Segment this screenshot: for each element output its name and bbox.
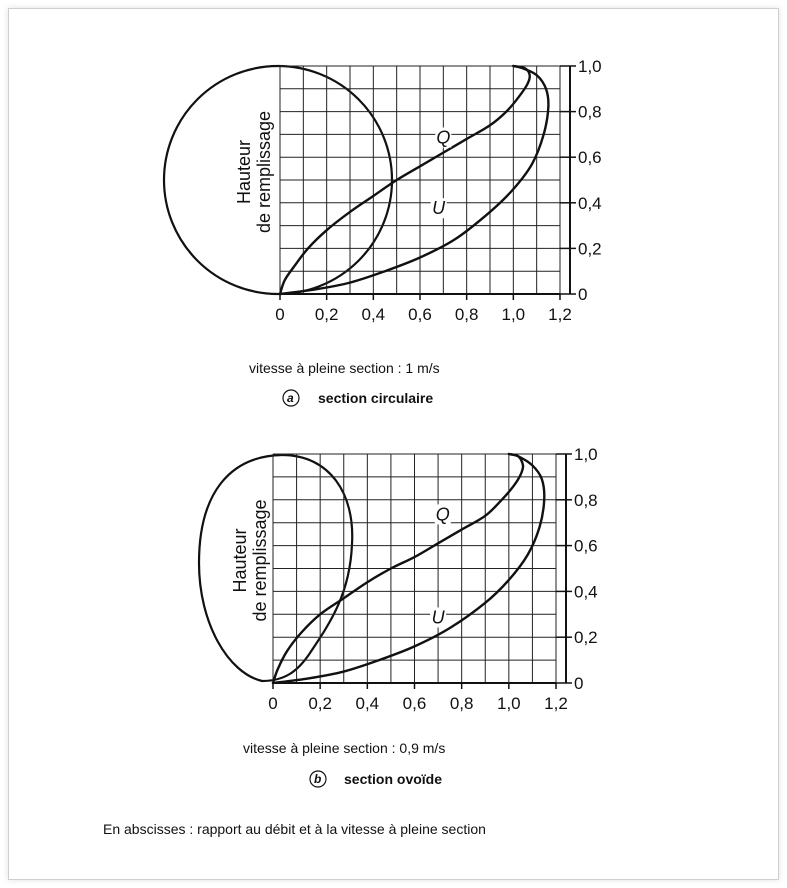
curve-label-bg xyxy=(434,504,451,525)
y-tick-label: 0,2 xyxy=(578,239,602,258)
section-badge-a: a xyxy=(282,389,300,407)
x-ticks-b: 0 0,2 0,4 0,6 0,8 1,0 1,2 xyxy=(268,683,568,713)
curve-label-u: U xyxy=(432,198,446,218)
badge-text-b: b xyxy=(314,772,321,786)
grid-a xyxy=(279,65,561,295)
curve-label-q: Q xyxy=(436,128,450,148)
series-a xyxy=(278,64,550,296)
x-tick-label: 0,2 xyxy=(308,694,332,713)
section-badge-b: b xyxy=(309,770,327,788)
x-tick-label: 1,0 xyxy=(497,694,521,713)
series-line-q xyxy=(278,64,531,296)
section-title-a: section circulaire xyxy=(318,390,433,406)
section-outline-ovoid xyxy=(197,453,354,683)
y-ticks-a: 0 0,2 0,4 0,6 0,8 1,0 xyxy=(560,57,602,304)
y-tick-label: 0 xyxy=(578,285,587,304)
ylabel-line: de remplissage xyxy=(254,111,274,233)
x-tick-label: 0 xyxy=(268,694,277,713)
y-tick-label: 0 xyxy=(574,674,583,693)
x-tick-label: 1,0 xyxy=(502,305,526,324)
speed-note-a: vitesse à pleine section : 1 m/s xyxy=(249,360,440,376)
x-tick-label: 1,2 xyxy=(548,305,572,324)
curve-labels-b: QU xyxy=(430,504,451,628)
series-line-u xyxy=(278,64,550,296)
y-tick-label: 0,4 xyxy=(574,582,598,601)
grid-b xyxy=(272,453,557,684)
y-ticks-b: 0 0,2 0,4 0,6 0,8 1,0 xyxy=(556,445,598,693)
series-line-u xyxy=(271,452,546,685)
x-tick-label: 0,6 xyxy=(403,694,427,713)
ovoid-section-shape xyxy=(197,453,354,683)
curve-labels-a: QU xyxy=(430,127,452,219)
x-tick-label: 0,8 xyxy=(450,694,474,713)
curve-label-bg xyxy=(430,198,447,219)
curve-label-u: U xyxy=(432,607,446,627)
y-tick-label: 0,6 xyxy=(578,148,602,167)
figure-frame xyxy=(8,8,779,880)
section-title-b: section ovoïde xyxy=(344,771,442,787)
y-tick-label: 0,8 xyxy=(574,491,598,510)
x-tick-label: 0,6 xyxy=(408,305,432,324)
y-tick-label: 0,6 xyxy=(574,537,598,556)
ylabel-line: Hauteur xyxy=(230,528,250,592)
y-tick-label: 0,2 xyxy=(574,628,598,647)
footer-caption: En abscisses : rapport au débit et à la … xyxy=(103,821,486,837)
y-tick-label: 0,4 xyxy=(578,194,602,213)
x-tick-label: 0,2 xyxy=(315,305,339,324)
series-line-q xyxy=(271,452,525,685)
ylabel-line: Hauteur xyxy=(234,140,254,204)
curve-label-bg xyxy=(435,127,452,148)
curve-label-q: Q xyxy=(436,504,450,524)
speed-note-b: vitesse à pleine section : 0,9 m/s xyxy=(243,740,445,756)
x-tick-label: 0,4 xyxy=(356,694,380,713)
x-tick-label: 0,4 xyxy=(362,305,386,324)
y-tick-label: 1,0 xyxy=(578,57,602,76)
series-b xyxy=(271,452,546,685)
x-tick-label: 0 xyxy=(275,305,284,324)
x-ticks-a: 0 0,2 0,4 0,6 0,8 1,0 1,2 xyxy=(275,294,572,324)
y-tick-label: 0,8 xyxy=(578,103,602,122)
x-tick-label: 0,8 xyxy=(455,305,479,324)
x-tick-label: 1,2 xyxy=(544,694,568,713)
ylabel-line: de remplissage xyxy=(250,499,270,621)
y-tick-label: 1,0 xyxy=(574,445,598,464)
badge-text-a: a xyxy=(287,391,294,405)
curve-label-bg xyxy=(430,607,447,628)
